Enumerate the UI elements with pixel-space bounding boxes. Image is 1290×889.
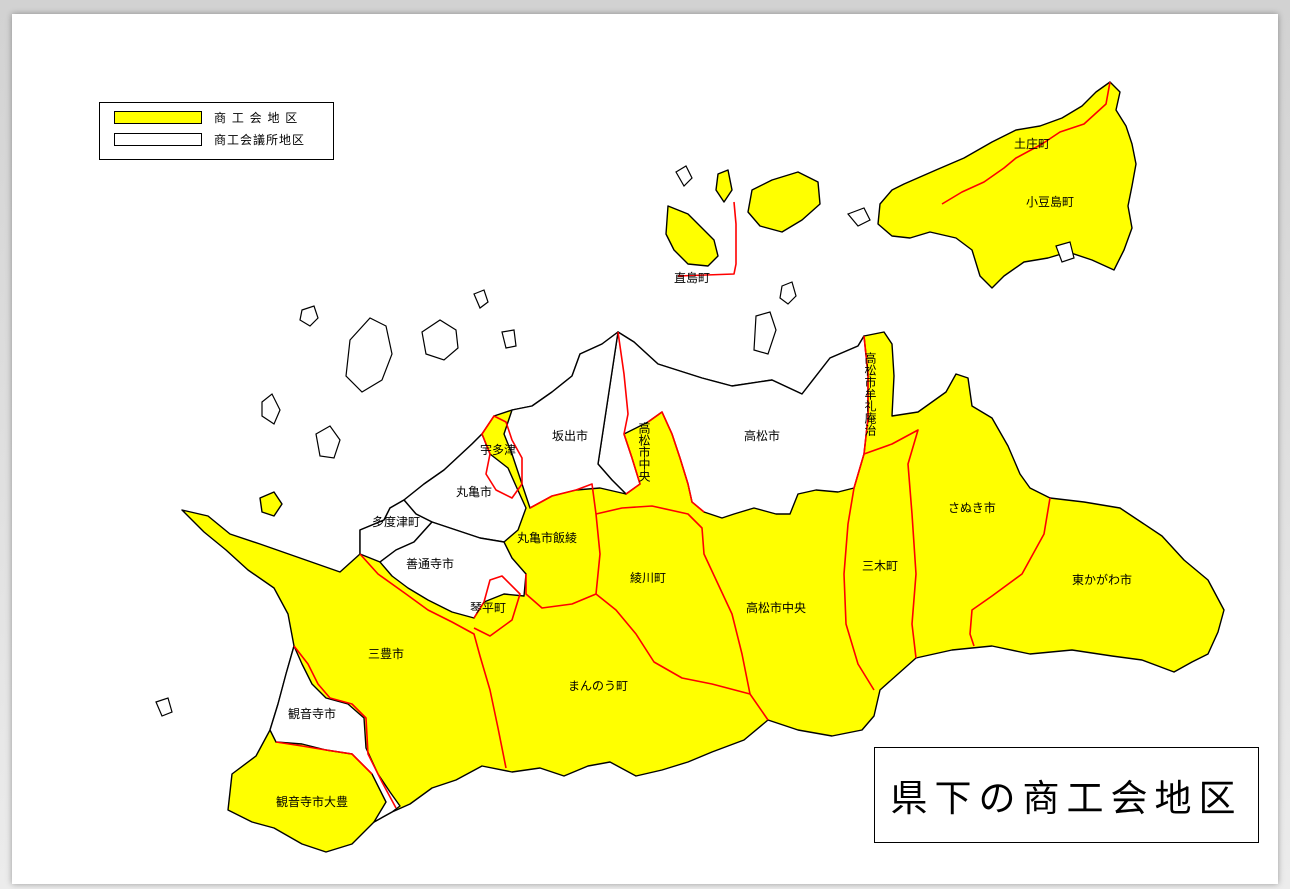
legend-swatch-kaigisho	[114, 132, 202, 146]
label-kotohira: 琴平町	[470, 601, 506, 615]
label-marugame-hanzan: 丸亀市飯綾	[517, 530, 577, 545]
zentsuji-city-shape	[379, 521, 527, 619]
small-islet-g	[1055, 241, 1075, 263]
boundary-kanonji-ono	[275, 741, 373, 775]
legend: 商 工 会 地 区 商工会議所地区	[99, 102, 334, 160]
label-ayagawa: 綾川町	[630, 570, 666, 585]
small-islet-c	[473, 289, 489, 309]
label-marugame: 丸亀市	[456, 484, 492, 499]
hiroshima-islet-shape	[345, 317, 393, 393]
boundary-utazu	[481, 415, 523, 499]
legend-swatch-shokokai	[114, 110, 202, 124]
map-title-box: 県下の商工会地区	[874, 747, 1259, 843]
western-islet-shape	[259, 491, 283, 517]
legend-item-shokokai: 商 工 会 地 区	[114, 110, 299, 125]
boundary-marugame-hanzan	[525, 483, 601, 609]
map-canvas: 土庄町 小豆島町 直島町 宇多津 坂出市 高松市中央 高松市 高松市牟礼庵治 丸…	[155, 81, 1225, 853]
label-manno: まんのう町	[568, 679, 628, 693]
district-boundaries	[275, 81, 1111, 809]
label-takamatsu-chuo: 高松市中央	[746, 600, 806, 615]
shodoshima-shape	[877, 81, 1137, 289]
boundary-sakaide-takamatsu	[617, 331, 641, 495]
ushijima-islet-shape	[315, 425, 341, 459]
legend-label-kaigisho: 商工会議所地区	[214, 132, 306, 147]
teshima-w-islet-shape	[753, 311, 777, 355]
small-islet-d	[501, 329, 517, 349]
label-takamatsu-mure: 高松市牟礼庵治	[863, 351, 877, 436]
naoshima-islet-shape	[715, 169, 733, 203]
label-zentsuji: 善通寺市	[406, 556, 454, 571]
boundary-kotohira	[473, 575, 521, 637]
legend-item-kaigisho: 商工会議所地区	[114, 132, 306, 147]
boundary-mitoyo-kanonji	[293, 645, 397, 809]
small-islet-h	[675, 165, 693, 187]
map-sheet: 土庄町 小豆島町 直島町 宇多津 坂出市 高松市中央 高松市 高松市牟礼庵治 丸…	[12, 14, 1278, 884]
label-higashikagawa: 東かがわ市	[1072, 572, 1132, 587]
label-miki: 三木町	[862, 559, 898, 573]
boundary-naoshima-sea	[677, 201, 737, 277]
label-tonosho: 土庄町	[1014, 136, 1050, 151]
boundary-ayagawa-south	[595, 593, 769, 721]
prefecture-landmass	[181, 81, 1225, 853]
label-utazu: 宇多津	[480, 443, 516, 457]
kanonji-city-shape	[269, 645, 401, 823]
naoshima-shape	[665, 205, 719, 267]
legend-label-shokokai: 商 工 会 地 区	[214, 110, 299, 125]
label-mitoyo: 三豊市	[368, 646, 404, 661]
megijima-islet-shape	[779, 281, 797, 305]
label-kanonji: 観音寺市	[288, 706, 336, 721]
label-takamatsu: 高松市	[744, 428, 780, 443]
small-islet-e	[846, 207, 871, 227]
small-islet-b	[261, 393, 281, 425]
label-kanonji-ono: 観音寺市大豊	[276, 794, 348, 809]
boundary-mure	[843, 335, 875, 691]
boundary-miki-sanuki	[863, 429, 919, 659]
sakaide-city-shape	[503, 331, 627, 509]
label-naoshima: 直島町	[674, 270, 710, 285]
label-tadotsu: 多度津町	[372, 514, 420, 529]
label-shodoshima: 小豆島町	[1026, 194, 1074, 209]
boundary-ayagawa-west	[595, 505, 751, 695]
teshima-shape	[747, 171, 821, 233]
small-islet-f	[155, 697, 173, 717]
label-takamatsu-chuo-north: 高松市中央	[637, 421, 651, 482]
boundary-mitoyo-zentsuji	[359, 553, 507, 769]
label-sakaide: 坂出市	[552, 428, 588, 443]
islets	[155, 165, 1075, 717]
map-title: 県下の商工会地区	[890, 777, 1243, 820]
boundary-sanuki-higashi	[969, 497, 1051, 647]
honjima-islet-shape	[421, 319, 459, 361]
kaigisho-districts	[269, 331, 869, 823]
small-islet-a	[299, 305, 319, 327]
region-labels: 土庄町 小豆島町 直島町 宇多津 坂出市 高松市中央 高松市 高松市牟礼庵治 丸…	[276, 136, 1132, 809]
label-sanuki: さぬき市	[948, 500, 996, 515]
boundary-shodoshima	[941, 81, 1111, 205]
boundary-chuo-north	[647, 411, 705, 513]
